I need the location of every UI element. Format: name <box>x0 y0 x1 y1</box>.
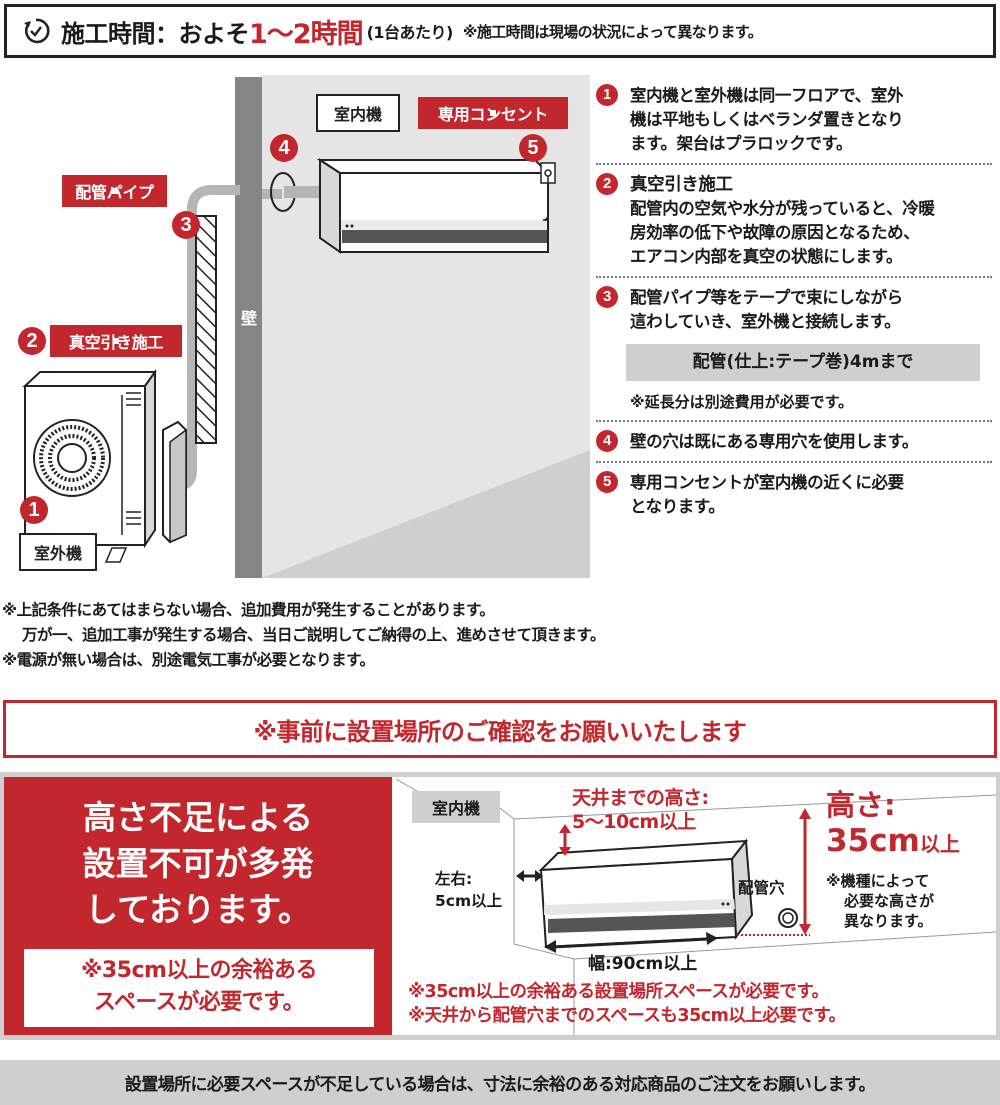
side-gap-arrow <box>516 870 543 882</box>
install-time-header: 施工時間：およそ 1〜2時間 (1台あたり) ※施工時間は現場の状況によって異な… <box>4 4 996 58</box>
width-arrow <box>544 932 718 953</box>
steps-list: 1 室内機と室外機は同一フロアで、室外 機は平地もしくはベランダ置きとなり ます… <box>596 84 992 519</box>
step-title: 真空引き施工 <box>630 175 733 195</box>
indoor-unit-label: 室内機 <box>316 94 400 132</box>
ceiling-gap-label: 天井までの高さ: 5〜10cm以上 <box>572 787 709 833</box>
divider <box>596 420 992 422</box>
pipe-hole-icon <box>778 908 798 928</box>
step-number: 4 <box>596 430 618 452</box>
pipe-cover-hatched <box>195 215 217 444</box>
conditions-notes: ※上記条件にあてはまらない場合、追加費用が発生することがあります。 万が一、追加… <box>2 598 606 673</box>
step-2: 2 真空引き施工 配管内の空気や水分が残っていると、冷暖 房効率の低下や故障の原… <box>596 173 992 269</box>
space-requirement-panel: 高さ不足による 設置不可が多発 しております。 ※35cm以上の余裕ある スペー… <box>0 772 1000 1040</box>
divider <box>596 461 992 463</box>
power-cord <box>542 176 549 221</box>
note-line: ※上記条件にあてはまらない場合、追加費用が発生することがあります。 <box>2 601 495 619</box>
install-time-value: 1〜2時間 <box>249 18 364 50</box>
step-number: 3 <box>596 286 618 308</box>
space-requirement-notes: ※35cm以上の余裕ある設置場所スペースが必要です。 ※天井から配管穴までのスペ… <box>408 982 846 1026</box>
marker-5: 5 <box>519 134 547 162</box>
width-label: 幅:90cm以上 <box>588 954 698 974</box>
space-diagram <box>396 778 996 1035</box>
side-gap-label: 左右: 5cm以上 <box>435 870 503 910</box>
pipe-extension-note: ※延長分は別途費用が必要です。 <box>630 393 854 411</box>
height-value-label: 35cm以上 <box>826 823 960 859</box>
ceiling-gap-arrow <box>559 824 571 856</box>
install-time-disclaimer: ※施工時間は現場の状況によって異なります。 <box>462 22 763 41</box>
wall-label: 壁 <box>240 309 257 328</box>
divider <box>596 163 992 165</box>
step-number: 2 <box>596 173 618 195</box>
marker-4: 4 <box>270 134 298 162</box>
clock-refresh-icon <box>24 18 50 44</box>
note-line: ※電源が無い場合は、別途電気工事が必要となります。 <box>2 651 375 669</box>
marker-1: 1 <box>20 496 48 524</box>
step-4: 4 壁の穴は既にある専用穴を使用します。 <box>596 430 992 454</box>
warning-title: 高さ不足による 設置不可が多発 しております。 <box>82 798 314 929</box>
indoor-unit-illustration <box>538 838 754 949</box>
note-line: 万が一、追加工事が発生する場合、当日ご説明してご納得の上、進めさせて頂きます。 <box>22 626 606 644</box>
pipe-tag: 配管パイプ <box>62 175 167 207</box>
divider <box>596 276 992 278</box>
indoor-unit-tag: 室内機 <box>412 791 500 823</box>
vacuum-tag: 真空引き施工 <box>50 325 182 357</box>
step-number: 5 <box>596 471 618 493</box>
outlet-tag: 専用コンセント <box>418 97 568 129</box>
outdoor-unit-label: 室外機 <box>19 533 97 571</box>
height-warning-block: 高さ不足による 設置不可が多発 しております。 ※35cm以上の余裕ある スペー… <box>4 777 392 1035</box>
pipe-hole-label: 配管穴 <box>738 879 785 897</box>
indoor-unit-illustration <box>316 158 551 254</box>
confirm-location-banner: ※事前に設置場所のご確認をお願いいたします <box>3 700 997 758</box>
height-note: ※機種によって 必要な高さが 異なります。 <box>826 872 935 930</box>
marker-2: 2 <box>18 327 46 355</box>
pipe-length-box: 配管(仕上:テープ巻)4mまで <box>626 344 980 381</box>
step-number: 1 <box>596 84 618 106</box>
step-1: 1 室内機と室外機は同一フロアで、室外 機は平地もしくはベランダ置きとなり ます… <box>596 84 992 156</box>
step-5: 5 専用コンセントが室内機の近くに必要 となります。 <box>596 471 992 519</box>
step-3: 3 配管パイプ等をテープで束にしながら 這わしていき、室外機と接続します。 <box>596 286 992 334</box>
warning-subtext: ※35cm以上の余裕ある スペースが必要です。 <box>24 949 374 1027</box>
installation-illustration <box>22 158 556 563</box>
marker-3: 3 <box>172 211 200 239</box>
per-unit-note: (1台あたり) <box>366 23 454 42</box>
wall-section <box>235 77 262 578</box>
height-label: 高さ: <box>826 788 896 822</box>
height-arrow <box>799 808 811 935</box>
footer-notice: 設置場所に必要スペースが不足している場合は、寸法に余裕のある対応商品のご注文をお… <box>0 1060 1000 1105</box>
install-time-label: 施工時間：およそ <box>61 19 250 48</box>
